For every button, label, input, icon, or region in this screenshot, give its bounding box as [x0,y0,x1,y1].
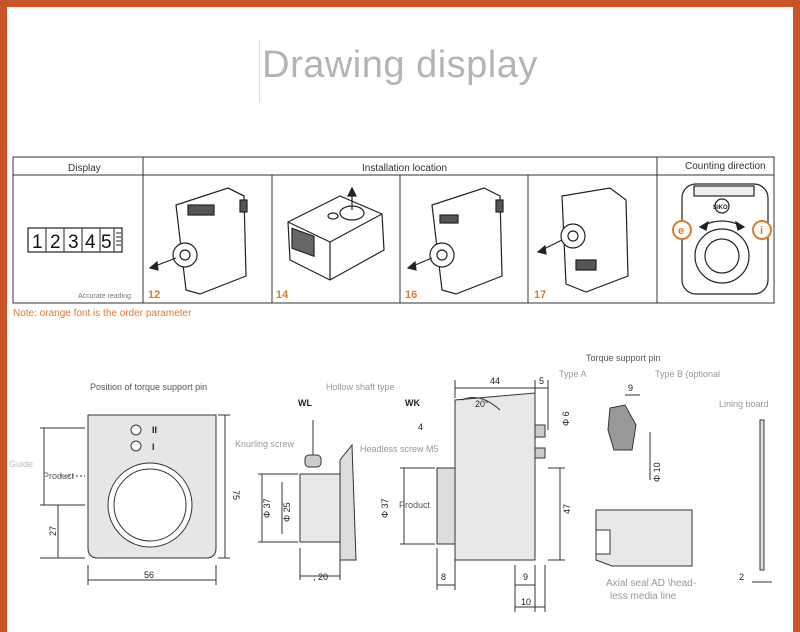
dim-20deg: 20° [475,399,489,409]
technical-drawing [40,380,772,612]
counter-digit: 2 [50,232,61,253]
dim-56: 56 [144,570,154,580]
location-code: 17 [534,289,546,301]
dim-8: 8 [441,572,446,582]
label-type-b: Type B (optional [655,369,720,379]
dim-9b: 9 [628,383,633,393]
label-headless-screw: Headless screw M5 [360,444,439,454]
label-position-pin: Position of torque support pin [90,382,207,392]
header-counting: Counting direction [685,161,766,172]
dim-10: 10 [521,597,531,607]
dim-37b: Φ 37 [380,498,390,518]
device-sketch-17 [536,187,629,293]
order-parameter-note: Note: orange font is the order parameter [13,308,192,319]
device-sketch-16 [406,187,504,295]
device-sketch-14 [287,186,385,281]
dim-44: 44 [490,376,500,386]
label-product-2: Product [399,500,431,510]
label-wk: WK [405,398,420,408]
label-axial-seal-1: Axial seal AD \head- [606,578,696,589]
counter-digit: 5 [101,232,112,253]
title-divider [259,40,260,102]
label-product: Product [43,471,75,481]
dim-10b: Φ 10 [652,462,662,482]
dim-9a: 9 [523,572,528,582]
label-torque-pin: Torque support pin [586,353,661,363]
counting-direction-sketch [672,183,772,295]
location-code: 16 [405,289,417,301]
counter-digit: 3 [68,232,79,253]
dim-6: Φ 6 [561,411,571,426]
page-title: Drawing display [262,44,538,86]
location-code: 12 [148,289,160,301]
dim-5: 5 [539,376,544,386]
accurate-reading-label: Accurate reading [78,293,131,300]
counter-digit: 4 [85,232,96,253]
spec-table [12,156,775,304]
device-sketch-12 [148,187,248,295]
header-display: Display [68,163,101,174]
dim-37a: Φ 37 [262,498,272,518]
label-guide: Guide [9,459,33,469]
label-lining-board: Lining board [719,399,769,409]
label-hollow-shaft: Hollow shaft type [326,382,395,392]
label-wl: WL [298,398,312,408]
dim-2: 2 [739,572,744,582]
label-knurling-screw: Knurling screw [235,439,295,449]
dim-20: , 20 [313,572,328,582]
dim-75: 75 [231,490,241,500]
dim-27: 27 [48,526,58,536]
counter-display: 1 2 3 4 5 [27,227,123,253]
label-axial-seal-2: less media line [610,591,677,602]
counter-digit: 1 [32,232,43,253]
header-installation: Installation location [362,163,447,174]
brand-logo: SIKO [713,205,728,211]
direction-i: i [760,225,763,237]
dim-47: 47 [562,504,572,514]
direction-e: e [678,225,684,237]
dim-25: Φ 25 [282,502,292,522]
label-roman-1: I [152,442,155,452]
label-roman-2: II [152,425,157,435]
label-type-a: Type A [559,369,587,379]
location-code: 14 [276,289,289,301]
dim-4: 4 [418,422,423,432]
